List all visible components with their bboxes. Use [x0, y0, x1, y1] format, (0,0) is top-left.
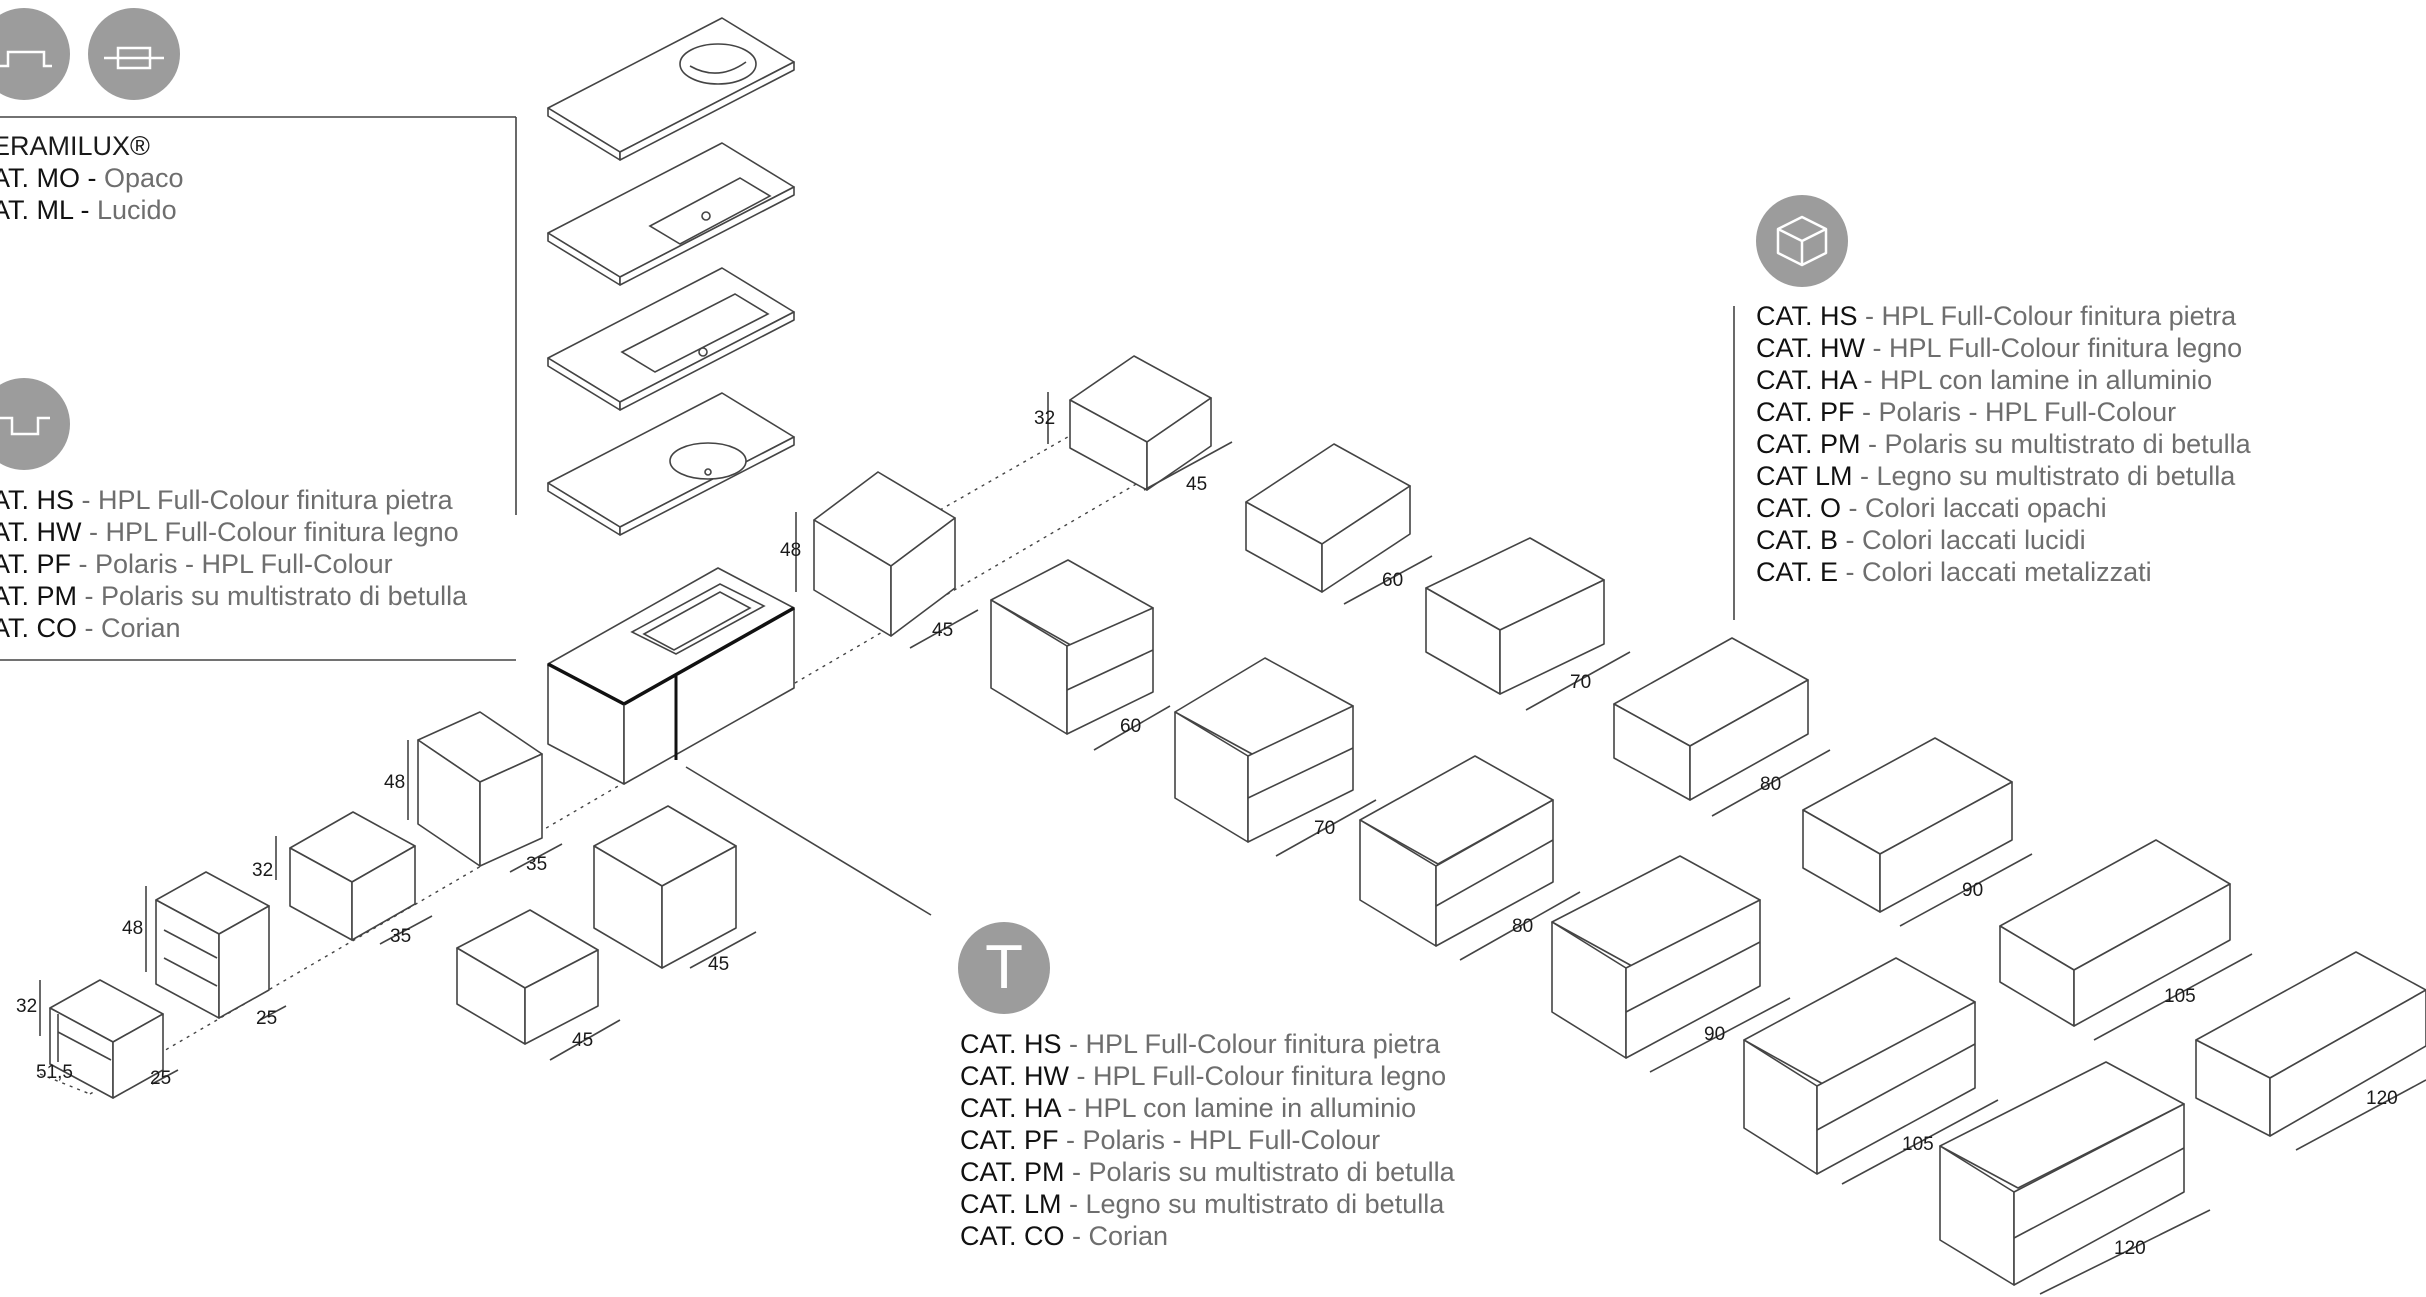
dim-box-small-depth: 35 [390, 926, 411, 947]
panel-top-left: ERAMILUX® AT. MO - Opaco AT. ML - Lucido [0, 130, 184, 226]
list-item: CAT. E - Colori laccati metalizzati [1756, 557, 2152, 587]
wall-cube-tall [813, 471, 956, 637]
dim-shelf-low-width: 51,5 [36, 1062, 73, 1083]
cube-icon [1756, 195, 1848, 287]
dim-drawer-105: 105 [1902, 1134, 1934, 1155]
shelf-tall [155, 871, 270, 1019]
drawer-unit-90 [1551, 855, 1761, 1059]
countertop-slabs [547, 17, 795, 536]
shelf-low [49, 979, 164, 1099]
washbasin-top-icon [0, 8, 70, 100]
single-unit-105 [1999, 839, 2231, 1027]
t-letter: T [985, 933, 1023, 1002]
drawer-unit-80 [1359, 755, 1554, 947]
list-item: CAT. PF - Polaris - HPL Full-Colour [960, 1125, 1381, 1155]
dimension-labels: 32 51,5 25 48 25 32 35 48 35 45 45 48 45… [16, 408, 2398, 1259]
dim-shelf-low-height: 32 [16, 996, 37, 1017]
list-item: CAT. O - Colori laccati opachi [1756, 493, 2107, 523]
dimension-lines [39, 392, 2426, 1295]
dim-single-120: 120 [2366, 1088, 2398, 1109]
list-item: CAT. PM - Polaris su multistrato di betu… [960, 1157, 1455, 1187]
panel-title: ERAMILUX® [0, 131, 150, 161]
single-unit-60 [1245, 443, 1411, 593]
slab-undermount-basin [547, 267, 795, 411]
countertop-cut-icon [0, 378, 70, 470]
base-cube-a [456, 909, 599, 1045]
list-item: CAT. HA - HPL con lamine in alluminio [960, 1093, 1417, 1123]
list-item: CAT. HS - HPL Full-Colour finitura pietr… [960, 1029, 1441, 1059]
vanity-unit [547, 567, 795, 785]
list-item: CAT. HS - HPL Full-Colour finitura pietr… [1756, 301, 2237, 331]
dim-base-cube-a: 45 [572, 1030, 593, 1051]
list-item: CAT. PM - Polaris su multistrato di betu… [1756, 429, 2251, 459]
drawer-unit-70 [1174, 657, 1354, 843]
list-item: AT. HS - HPL Full-Colour finitura pietra [0, 485, 453, 515]
wall-cube-top [1069, 355, 1212, 491]
slab-oval-basin [547, 392, 795, 536]
list-item: CAT. CO - Corian [960, 1221, 1169, 1251]
t-letter-icon: T [958, 922, 1050, 1014]
dim-wall-tall-depth: 45 [932, 620, 953, 641]
dim-shelf-tall-depth: 25 [256, 1008, 277, 1029]
dim-box-tall-depth: 35 [526, 854, 547, 875]
list-item: CAT LM - Legno su multistrato di betulla [1756, 461, 2236, 491]
dim-wall-top-height: 32 [1034, 408, 1055, 429]
drawer-units [990, 559, 2185, 1286]
list-item: AT. MO - Opaco [0, 163, 184, 193]
list-item: CAT. LM - Legno su multistrato di betull… [960, 1189, 1445, 1219]
drawer-unit-60 [990, 559, 1154, 735]
modules-row [49, 355, 1212, 1099]
list-item: CAT. HW - HPL Full-Colour finitura legno [1756, 333, 2243, 363]
single-units [1245, 443, 2426, 1137]
single-unit-70 [1425, 537, 1605, 695]
list-item: CAT. PF - Polaris - HPL Full-Colour [1756, 397, 2177, 427]
panel-right: CAT. HS - HPL Full-Colour finitura pietr… [1756, 300, 2251, 588]
dim-single-105: 105 [2164, 986, 2196, 1007]
dim-box-tall-height: 48 [384, 772, 405, 793]
list-item: CAT. HA - HPL con lamine in alluminio [1756, 365, 2213, 395]
single-unit-90 [1802, 737, 2013, 913]
dim-shelf-tall-height: 48 [122, 918, 143, 939]
dim-single-80: 80 [1760, 774, 1781, 795]
base-cube-b [593, 805, 737, 969]
drawer-unit-105 [1743, 957, 1976, 1175]
dim-drawer-80: 80 [1512, 916, 1533, 937]
slab-integrated-basin [547, 142, 795, 286]
dim-drawer-70: 70 [1314, 818, 1335, 839]
dim-single-70: 70 [1570, 672, 1591, 693]
panel-mid-left: AT. HS - HPL Full-Colour finitura pietra… [0, 484, 467, 644]
list-item: CAT. HW - HPL Full-Colour finitura legno [960, 1061, 1447, 1091]
list-item: AT. HW - HPL Full-Colour finitura legno [0, 517, 459, 547]
panel-rules [0, 116, 1735, 916]
list-item: AT. ML - Lucido [0, 195, 177, 225]
dim-drawer-90: 90 [1704, 1024, 1725, 1045]
wall-guide [39, 429, 1151, 1095]
list-item: AT. PF - Polaris - HPL Full-Colour [0, 549, 393, 579]
list-item: AT. CO - Corian [0, 613, 181, 643]
dim-single-90: 90 [1962, 880, 1983, 901]
drawer-unit-120 [1939, 1061, 2185, 1286]
dim-wall-tall-height: 48 [780, 540, 801, 561]
dim-base-cube-b: 45 [708, 954, 729, 975]
inset-washbasin-icon [88, 8, 180, 100]
dim-box-small-height: 32 [252, 860, 273, 881]
panel-bottom: CAT. HS - HPL Full-Colour finitura pietr… [960, 1028, 1455, 1252]
box-small [289, 811, 416, 941]
box-tall [417, 711, 543, 867]
dim-wall-top-depth: 45 [1186, 474, 1207, 495]
dim-drawer-60: 60 [1120, 716, 1141, 737]
single-unit-120 [2195, 951, 2426, 1137]
dim-shelf-low-depth: 25 [150, 1068, 171, 1089]
single-unit-80 [1613, 637, 1809, 801]
dim-single-60: 60 [1382, 570, 1403, 591]
list-item: AT. PM - Polaris su multistrato di betul… [0, 581, 468, 611]
slab-vessel-basin [547, 17, 795, 161]
dim-drawer-120: 120 [2114, 1238, 2146, 1259]
list-item: CAT. B - Colori laccati lucidi [1756, 525, 2086, 555]
